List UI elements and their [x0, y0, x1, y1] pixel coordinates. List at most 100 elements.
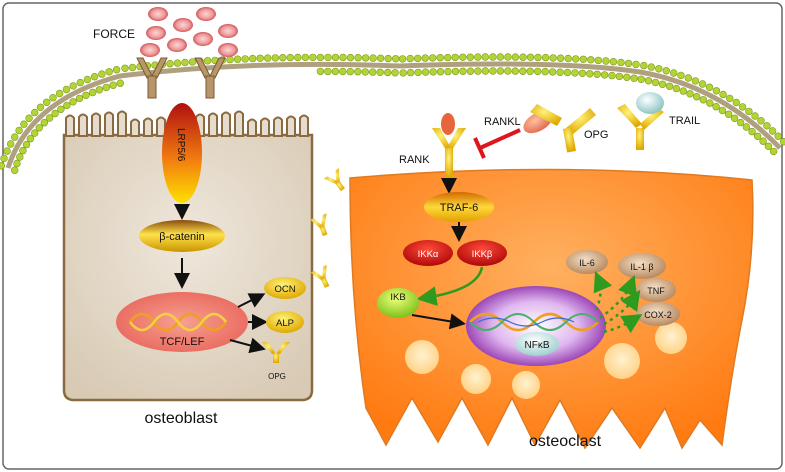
membrane-lipid-head	[406, 54, 414, 63]
membrane-lipid-head	[712, 87, 721, 95]
membrane-lipid-head	[724, 110, 733, 119]
membrane-lipid-head	[718, 106, 727, 115]
membrane-lipid-head	[459, 67, 467, 76]
arrow-ikb-to-nucleus	[411, 313, 466, 330]
membrane-lipid-head	[10, 133, 19, 141]
membrane-lipid-head	[10, 166, 19, 174]
membrane-lipid-head	[331, 53, 340, 62]
membrane-lipid-head	[15, 126, 23, 135]
membrane-lipid-head	[757, 117, 765, 125]
microvillus	[156, 116, 166, 137]
membrane-lipid-head	[738, 103, 747, 111]
membrane-lipid-head	[556, 54, 565, 62]
membrane-lipid-head	[3, 147, 11, 155]
membrane-lipid-head	[354, 53, 362, 62]
membrane-lipid-head	[339, 53, 347, 62]
membrane-lipid-head	[391, 69, 399, 77]
rank-label: RANK	[399, 154, 430, 166]
membrane-lipid-head	[109, 81, 117, 89]
membrane-lipid-head	[20, 120, 28, 128]
membrane-lipid-head	[36, 103, 45, 112]
membrane-lipid-head	[324, 67, 332, 76]
membrane-lipid-head	[451, 53, 459, 62]
membrane-lipid-head	[526, 53, 535, 61]
nfkb-label: NFκB	[525, 340, 550, 351]
membrane-lipid-head	[481, 53, 489, 61]
membrane-lipid-head	[22, 140, 31, 149]
membrane-lipid-head	[519, 67, 527, 75]
membrane-lipid-head	[662, 67, 670, 75]
membrane-lipid-head	[31, 108, 39, 117]
membrane-lipid-head	[279, 53, 287, 62]
membrane-lipid-head	[116, 79, 125, 87]
membrane-lipid-head	[608, 71, 616, 80]
inhibition-bar	[473, 137, 486, 159]
membrane-lipid-head	[62, 85, 71, 94]
membrane-lipid-head	[725, 94, 734, 103]
membrane-lipid-head	[647, 63, 655, 71]
membrane-lipid-head	[69, 82, 77, 90]
membrane-lipid-head	[346, 67, 354, 76]
membrane-lipid-head	[57, 105, 65, 114]
osteoclast-label: osteoclast	[529, 433, 602, 450]
membrane-lipid-head	[339, 67, 347, 76]
arrow-tcf-to-opg	[229, 337, 266, 354]
microvillus	[78, 113, 88, 137]
membrane-lipid-head	[173, 59, 182, 67]
membrane-lipid-head	[630, 74, 638, 82]
cox2-node	[636, 302, 680, 326]
membrane-lipid-head	[534, 53, 542, 62]
ocn-node	[264, 277, 306, 299]
il1b-label: IL-1 β	[630, 262, 653, 272]
microvillus	[117, 110, 127, 137]
membrane-lipid-head	[31, 129, 39, 137]
microvillus	[65, 114, 75, 137]
membrane-lipid-head	[541, 67, 549, 76]
membrane-lipid-head	[579, 55, 587, 63]
microvillus	[299, 114, 309, 137]
membrane-lipid-head	[686, 90, 694, 98]
membrane-lipid-head	[399, 69, 407, 77]
membrane-lipid-head	[748, 127, 756, 136]
membrane-lipid-head	[49, 93, 57, 102]
membrane-lipid-head	[519, 53, 527, 61]
membrane-lipid-head	[309, 53, 317, 62]
free-opg-molecules	[309, 168, 345, 288]
membrane-lipid-head	[691, 77, 700, 85]
membrane-lipid-head	[181, 58, 189, 67]
membrane-lipid-head	[644, 77, 653, 85]
il1b-node	[618, 253, 666, 279]
membrane-lipid-head	[35, 124, 43, 132]
membrane-lipid-head	[706, 99, 714, 107]
membrane-lipid-head	[90, 72, 99, 81]
membrane-lipid-head	[736, 118, 745, 127]
tcf-lef-node	[116, 292, 248, 352]
membrane-lipid-head	[286, 53, 294, 62]
membrane-lipid-head	[63, 101, 71, 110]
membrane-lipid-head	[421, 68, 430, 76]
membrane-lipid-head	[444, 53, 452, 62]
membrane-lipid-head	[764, 142, 773, 151]
beta-catenin-node	[139, 220, 225, 252]
membrane-lipid-head	[549, 54, 557, 62]
membrane-lipid-head	[398, 55, 407, 63]
membrane-lipid-head	[105, 68, 113, 76]
il6-label: IL-6	[579, 258, 595, 268]
membrane-lipid-head	[444, 67, 452, 76]
membrane-lipid-head	[593, 70, 601, 79]
membrane-lipid-head	[751, 112, 759, 120]
rankl-opg-complex	[523, 104, 596, 153]
membrane-lipid-head	[384, 54, 392, 63]
ikka-node	[403, 240, 453, 266]
membrane-lipid-head	[578, 69, 587, 78]
membrane-lipid-head	[489, 67, 497, 75]
traf6-node	[424, 192, 494, 222]
membrane-lipid-head	[698, 80, 707, 88]
membrane-lipid-head	[361, 68, 369, 76]
membrane-lipid-head	[586, 70, 594, 78]
force-label: FORCE	[93, 27, 135, 41]
membrane-lipid-head	[331, 67, 340, 76]
membrane-lipid-head	[42, 98, 51, 107]
